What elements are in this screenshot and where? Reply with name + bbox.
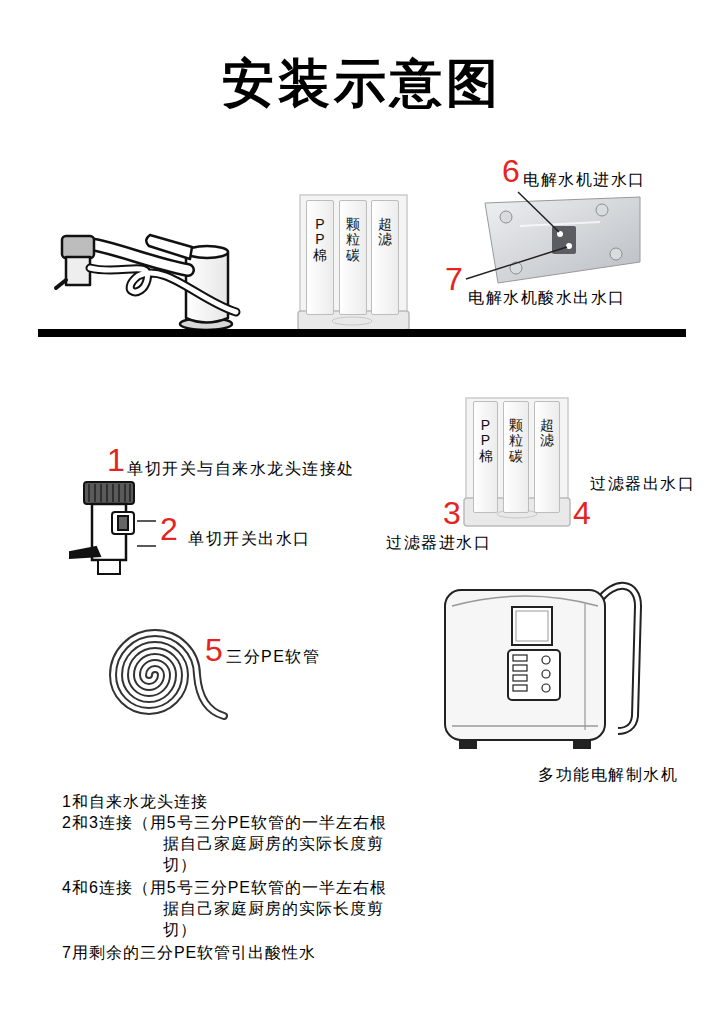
filter-housing	[298, 195, 409, 330]
filter-cartridge: 颗粒碳	[503, 401, 529, 513]
callout-number: 3	[443, 497, 461, 529]
install-note: 2和3连接（用5号三分PE软管的一半左右根据自己家庭厨房的实际长度剪切）	[62, 812, 392, 875]
machine-name: 多功能电解制水机	[538, 765, 678, 786]
part-label: 电解水机进水口	[523, 170, 646, 190]
callout-number: 7	[445, 263, 463, 295]
part-label: 三分PE软管	[226, 647, 320, 667]
faucet-illustration	[56, 235, 236, 330]
leader-line	[137, 521, 156, 546]
cartridge-label: 颗粒碳	[346, 217, 360, 263]
valve-illustration	[70, 482, 134, 574]
part-label: 单切开关出水口	[188, 529, 311, 549]
machine-back-photo	[485, 197, 640, 283]
machine-illustration	[445, 586, 638, 748]
page-title: 安装示意图	[0, 52, 723, 114]
filter-cartridge: 颗粒碳	[339, 200, 367, 315]
callout-number: 6	[502, 155, 520, 187]
filter-cartridge: PP棉	[306, 200, 334, 315]
callout-number: 5	[205, 634, 223, 666]
machine-caption: 多功能电解制水机	[538, 765, 678, 786]
part-label: 过滤器出水口	[590, 474, 695, 494]
hose-coil	[113, 633, 224, 716]
callout-number: 1	[107, 444, 125, 476]
callout-number: 4	[573, 497, 591, 529]
install-note: 1和自来水龙头连接	[62, 791, 208, 812]
part-label: 过滤器进水口	[386, 533, 491, 553]
filter-cartridge: PP棉	[473, 401, 498, 513]
countertop-line	[38, 329, 686, 337]
callout-number: 2	[160, 513, 178, 545]
install-note: 7用剩余的三分PE软管引出酸性水	[62, 942, 316, 963]
leader-line	[466, 192, 567, 279]
part-label: 电解水机酸水出水口	[468, 288, 626, 308]
filter-housing	[464, 398, 570, 526]
filter-cartridge: 超滤	[371, 200, 399, 315]
cartridge-label: 超滤	[540, 418, 554, 449]
install-note: 4和6连接（用5号三分PE软管的一半左右根据自己家庭厨房的实际长度剪切）	[62, 877, 392, 940]
filter-cartridge: 超滤	[534, 401, 560, 513]
cartridge-label: 颗粒碳	[509, 418, 523, 464]
cartridge-label: PP棉	[313, 217, 327, 263]
cartridge-label: 超滤	[378, 217, 392, 248]
part-label: 单切开关与自来水龙头连接处	[127, 459, 355, 479]
cartridge-label: PP棉	[479, 418, 493, 464]
